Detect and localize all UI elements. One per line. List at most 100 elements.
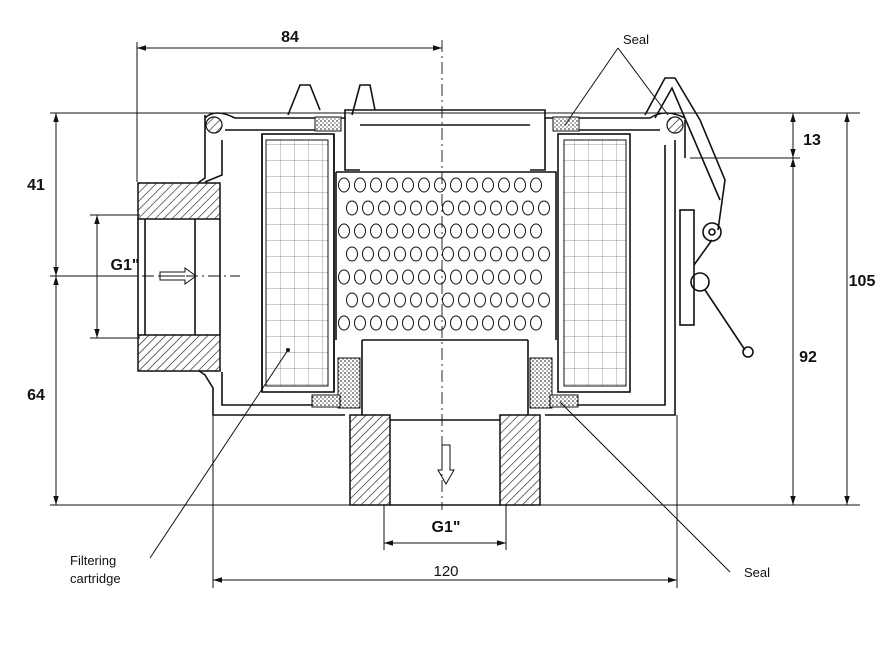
callout-cartridge-line2: cartridge <box>70 571 121 586</box>
perforation-hole <box>434 223 446 239</box>
perforation-hole <box>362 246 374 262</box>
dim-105: 105 <box>849 273 876 290</box>
perforation-hole <box>338 223 350 239</box>
perforation-hole <box>410 246 422 262</box>
perforation-hole <box>386 269 398 285</box>
perforation-hole <box>490 246 502 262</box>
o-ring-right <box>666 116 684 134</box>
perforation-hole <box>434 177 446 193</box>
dimension-lines <box>50 42 860 588</box>
perforation-hole <box>530 177 542 193</box>
perforation-hole <box>466 223 478 239</box>
perforation-hole <box>506 200 518 216</box>
perforation-hole <box>482 223 494 239</box>
outlet-fitting <box>349 339 541 506</box>
perforation-hole <box>410 292 422 308</box>
perforation-hole <box>530 223 542 239</box>
perforation-hole <box>522 200 534 216</box>
perforation-hole <box>370 315 382 331</box>
perforation-hole <box>338 177 350 193</box>
perforation-hole <box>482 177 494 193</box>
perforation-hole <box>514 269 526 285</box>
perforation-hole <box>386 315 398 331</box>
perforation-hole <box>506 246 518 262</box>
perforation-hole <box>418 269 430 285</box>
seal-base-left <box>311 394 341 408</box>
perforation-hole <box>530 315 542 331</box>
perforation-hole <box>354 223 366 239</box>
perforation-hole <box>522 246 534 262</box>
perforation-hole <box>418 315 430 331</box>
perforation-hole <box>426 246 438 262</box>
perforation-hole <box>418 177 430 193</box>
filter-cartridge-left <box>261 133 335 393</box>
perforation-hole <box>490 292 502 308</box>
perforation-hole <box>458 200 470 216</box>
perforation-hole <box>458 292 470 308</box>
callout-seal-top: Seal <box>623 32 649 47</box>
dim-84: 84 <box>281 29 299 46</box>
perforation-hole <box>346 246 358 262</box>
perforation-hole <box>434 315 446 331</box>
perforation-hole <box>450 223 462 239</box>
perforation-hole <box>370 269 382 285</box>
perforation-hole <box>498 223 510 239</box>
dim-41: 41 <box>27 177 45 194</box>
perforation-hole <box>378 292 390 308</box>
perforation-hole <box>402 223 414 239</box>
perforation-hole <box>370 223 382 239</box>
filter-cartridge-right <box>557 133 631 393</box>
perforation-hole <box>394 200 406 216</box>
dim-outlet-thread: G1" <box>432 519 461 536</box>
o-ring-left <box>205 116 223 134</box>
perforation-hole <box>426 292 438 308</box>
seal-bottom-right <box>529 357 553 409</box>
perforation-hole <box>498 315 510 331</box>
perforation-hole <box>466 269 478 285</box>
perforation-hole <box>498 269 510 285</box>
dim-64: 64 <box>27 387 45 404</box>
perforation-hole <box>522 292 534 308</box>
seal-bottom-left <box>337 357 361 409</box>
perforation-hole <box>362 292 374 308</box>
perforation-hole <box>354 177 366 193</box>
perforation-hole <box>338 269 350 285</box>
perforation-hole <box>538 292 550 308</box>
perforation-hole <box>442 200 454 216</box>
dim-120: 120 <box>433 563 458 580</box>
perforation-hole <box>354 315 366 331</box>
perforation-hole <box>426 200 438 216</box>
perforation-hole <box>482 269 494 285</box>
perforation-hole <box>474 200 486 216</box>
perforation-hole <box>466 177 478 193</box>
perforation-hole <box>394 292 406 308</box>
perforation-hole <box>442 292 454 308</box>
perforation-hole <box>418 223 430 239</box>
perforation-hole <box>346 292 358 308</box>
perforation-hole <box>402 315 414 331</box>
inlet-fitting <box>137 182 221 372</box>
perforation-hole <box>474 246 486 262</box>
perforation-hole <box>450 269 462 285</box>
perforation-hole <box>386 177 398 193</box>
perforation-hole <box>434 269 446 285</box>
perforation-hole <box>474 292 486 308</box>
perforation-hole <box>370 177 382 193</box>
perforation-hole <box>362 200 374 216</box>
perforation-hole <box>378 246 390 262</box>
perforation-hole <box>402 177 414 193</box>
perforation-hole <box>346 200 358 216</box>
dim-13: 13 <box>803 132 821 149</box>
perforation-hole <box>450 177 462 193</box>
perforation-hole <box>490 200 502 216</box>
leader-lines <box>149 47 731 573</box>
perforation-hole <box>394 246 406 262</box>
seal-top-left <box>314 116 342 132</box>
perforation-hole <box>498 177 510 193</box>
perforation-hole <box>442 246 454 262</box>
perforation-hole <box>514 315 526 331</box>
dim-inlet-thread: G1" <box>111 257 140 274</box>
perforation-hole <box>402 269 414 285</box>
perforated-tube <box>335 171 557 340</box>
